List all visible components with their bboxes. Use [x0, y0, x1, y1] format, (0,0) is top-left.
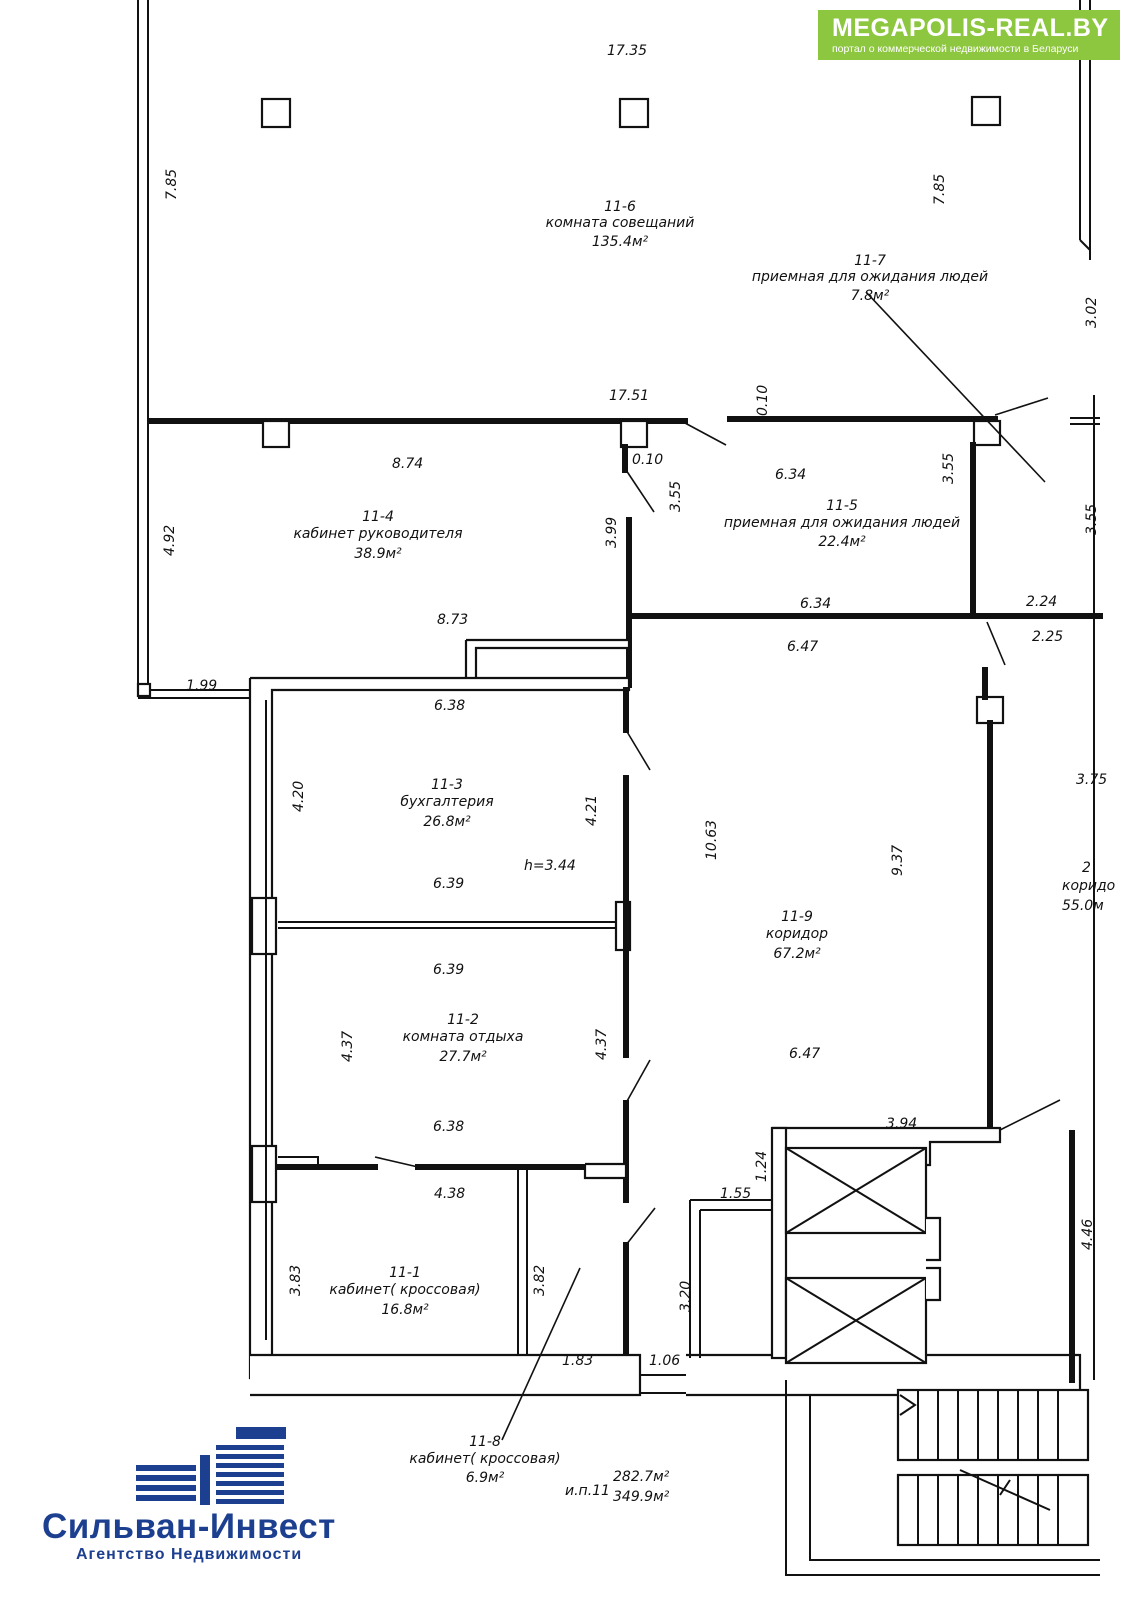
dimension-label: 3.02 — [1084, 297, 1100, 328]
dimension-label: 8.74 — [392, 456, 423, 472]
room-11-4: 11-4 кабинет руководителя 38.9м² — [293, 509, 462, 562]
dimension-label: 10.63 — [704, 820, 720, 860]
dimension-label: 4.21 — [584, 795, 600, 826]
totals-label: и.п.11 — [565, 1483, 610, 1499]
room-11-5: 11-5 приемная для ожидания людей 22.4м² — [724, 498, 960, 550]
room-11-3: 11-3 бухгалтерия 26.8м² — [400, 777, 493, 830]
dimension-label: 3.83 — [288, 1265, 304, 1296]
dimension-label: 6.38 — [433, 1119, 464, 1135]
dimension-label: 1.99 — [186, 678, 217, 694]
room-id: 11-6 — [604, 199, 636, 215]
room-name: приемная для ожидания людей — [724, 515, 960, 531]
room-id: 11-4 — [362, 509, 394, 525]
room-name: приемная для ожидания людей — [752, 269, 988, 285]
watermark-subtitle: портал о коммерческой недвижимости в Бел… — [832, 43, 1079, 55]
dimension-label: 1.55 — [720, 1186, 751, 1202]
dimension-label: 4.37 — [340, 1031, 356, 1062]
dimension-label: 3.55 — [1084, 504, 1100, 535]
room-11-1: 11-1 кабинет( кроссовая) 16.8м² — [329, 1265, 480, 1318]
dimension-label: 4.38 — [434, 1186, 465, 1202]
dimension-label: 8.73 — [437, 612, 468, 628]
room-id: 11-5 — [826, 498, 858, 514]
dimension-label: 0.10 — [755, 385, 771, 416]
room-area: 55.0м — [1062, 898, 1104, 914]
room-11-8: 11-8 кабинет( кроссовая) 6.9м² — [409, 1434, 560, 1486]
dimension-labels: 17.35 7.85 7.85 3.02 17.51 0.10 0.10 8.7… — [162, 43, 1107, 1369]
room-area: 26.8м² — [423, 814, 471, 830]
room-id: 11-7 — [854, 253, 886, 269]
dimension-label: 7.85 — [932, 174, 948, 205]
totals-area-2: 349.9м² — [613, 1489, 670, 1505]
room-id: 11-9 — [781, 909, 813, 925]
room-name: кабинет руководителя — [293, 526, 462, 542]
walls — [136, 0, 1103, 1576]
room-name: коридор — [766, 926, 828, 942]
room-name: бухгалтерия — [400, 794, 493, 810]
dimension-label: 6.34 — [800, 596, 831, 612]
room-area: 16.8м² — [381, 1302, 429, 1318]
dimension-label: 3.55 — [941, 453, 957, 484]
dimension-label: 4.92 — [162, 525, 178, 556]
dimension-label: 1.24 — [754, 1151, 770, 1182]
room-id: 11-8 — [469, 1434, 501, 1450]
dimension-label: 3.82 — [532, 1265, 548, 1296]
room-name: кабинет( кроссовая) — [329, 1282, 480, 1298]
dimension-label: 9.37 — [890, 845, 906, 876]
agency-subtitle: Агентство Недвижимости — [76, 1546, 303, 1563]
room-id: 11-1 — [389, 1265, 421, 1281]
dimension-label: 3.75 — [1076, 772, 1107, 788]
dimension-label: 6.39 — [433, 962, 464, 978]
dimension-label: 3.99 — [604, 517, 620, 548]
room-area: 22.4м² — [818, 534, 866, 550]
room-area: 135.4м² — [592, 234, 649, 250]
room-id: 2 — [1082, 860, 1091, 876]
room-11-7: 11-7 приемная для ожидания людей 7.8м² — [752, 253, 988, 304]
room-id: 11-2 — [447, 1012, 479, 1028]
dimension-label: 1.83 — [562, 1353, 593, 1369]
room-11-6: 11-6 комната совещаний 135.4м² — [546, 199, 695, 250]
dimension-label: 1.06 — [649, 1353, 680, 1369]
room-area: 27.7м² — [439, 1049, 487, 1065]
dimension-label: 17.51 — [609, 388, 649, 404]
dimension-label: 2.25 — [1032, 629, 1063, 645]
dimension-label: 6.39 — [433, 876, 464, 892]
agency-name: Сильван-Инвест — [42, 1507, 336, 1546]
dimension-label: 3.55 — [668, 481, 684, 512]
dimension-label: 17.35 — [607, 43, 647, 59]
room-area: 67.2м² — [773, 946, 821, 962]
megapolis-watermark: MEGAPOLIS-REAL.BY портал о коммерческой … — [818, 10, 1120, 60]
room-id: 11-3 — [431, 777, 463, 793]
room-name: комната отдыха — [403, 1029, 524, 1045]
dimension-label: 6.34 — [775, 467, 806, 483]
dimension-label: 3.94 — [886, 1116, 917, 1132]
dimension-label: 6.38 — [434, 698, 465, 714]
dimension-label: 4.46 — [1080, 1219, 1096, 1250]
building-logo-icon — [136, 1427, 286, 1505]
room-11-9: 11-9 коридор 67.2м² — [766, 909, 828, 962]
room-name: кабинет( кроссовая) — [409, 1451, 560, 1467]
totals-area-1: 282.7м² — [613, 1469, 670, 1485]
dimension-label: 4.20 — [291, 781, 307, 812]
dimension-label: 4.37 — [594, 1029, 610, 1060]
dimension-label: 2.24 — [1026, 594, 1057, 610]
dimension-label: 6.47 — [789, 1046, 820, 1062]
room-labels: 11-6 комната совещаний 135.4м² 11-7 прие… — [293, 199, 1115, 1505]
room-2: 2 коридо 55.0м — [1062, 860, 1115, 914]
room-area: 6.9м² — [466, 1470, 505, 1486]
room-name: комната совещаний — [546, 215, 695, 231]
height-note: h=3.44 — [524, 858, 576, 874]
dimension-label: 7.85 — [164, 169, 180, 200]
room-name: коридо — [1062, 878, 1115, 894]
room-11-2: 11-2 комната отдыха 27.7м² — [403, 1012, 524, 1065]
room-area: 38.9м² — [354, 546, 402, 562]
room-area: 7.8м² — [851, 288, 890, 304]
dimension-label: 6.47 — [787, 639, 818, 655]
totals: и.п.11 282.7м² 349.9м² — [565, 1469, 670, 1505]
dimension-label: 0.10 — [632, 452, 663, 468]
watermark-title: MEGAPOLIS-REAL.BY — [832, 14, 1109, 42]
dimension-label: 3.20 — [678, 1281, 694, 1312]
stair-treads — [899, 1390, 1059, 1545]
agency-logo: Сильван-Инвест Агентство Недвижимости — [40, 1425, 400, 1575]
